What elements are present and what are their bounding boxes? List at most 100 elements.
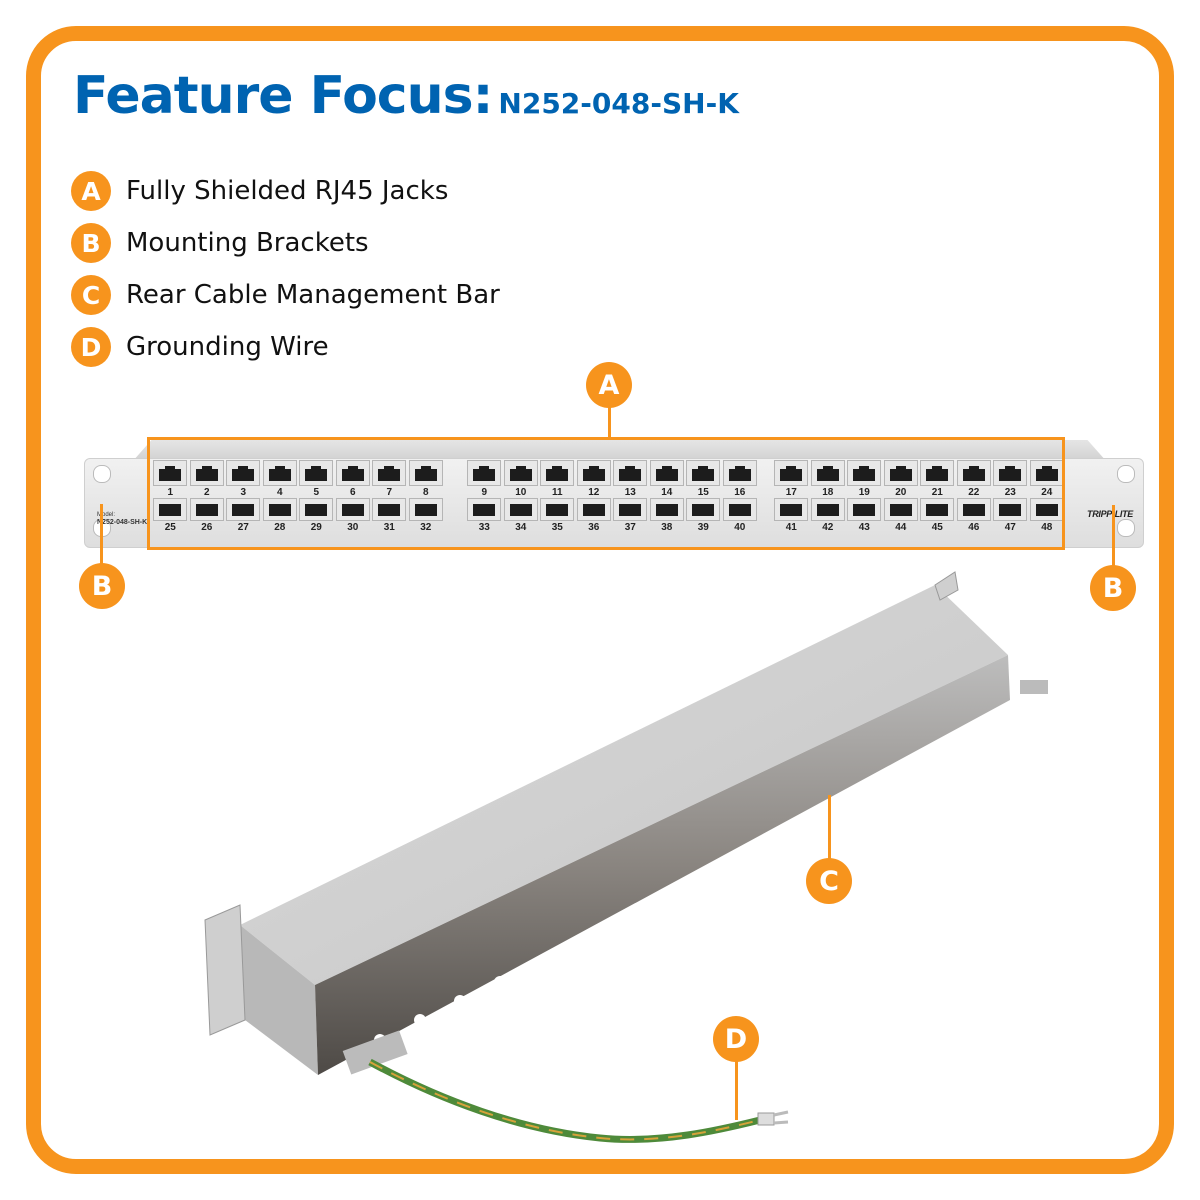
rj45-jack-icon <box>613 460 648 486</box>
port-number: 4 <box>276 487 283 498</box>
port-number: 23 <box>1004 487 1016 498</box>
port-number: 36 <box>588 522 600 533</box>
rj45-port[interactable]: 4 <box>262 460 299 498</box>
port-number: 3 <box>240 487 247 498</box>
rj45-port[interactable]: 47 <box>992 498 1029 533</box>
rj45-jack-icon <box>956 498 991 521</box>
rj45-port[interactable]: 39 <box>685 498 722 533</box>
rj45-port[interactable]: 21 <box>919 460 956 498</box>
rj45-port[interactable]: 11 <box>539 460 576 498</box>
port-number: 37 <box>624 522 636 533</box>
rj45-port[interactable]: 45 <box>919 498 956 533</box>
rj45-port[interactable]: 37 <box>612 498 649 533</box>
rj45-port[interactable]: 31 <box>371 498 408 533</box>
port-group-3: 17 18 19 20 21 22 23 24 41 42 43 44 45 4… <box>773 460 1065 533</box>
rj45-port[interactable]: 5 <box>298 460 335 498</box>
port-number: 20 <box>895 487 907 498</box>
rj45-port[interactable]: 26 <box>189 498 226 533</box>
rj45-port[interactable]: 24 <box>1029 460 1066 498</box>
rj45-port[interactable]: 16 <box>722 460 759 498</box>
rj45-port[interactable]: 35 <box>539 498 576 533</box>
rj45-jack-icon <box>883 498 918 521</box>
rj45-port[interactable]: 28 <box>262 498 299 533</box>
rj45-port[interactable]: 29 <box>298 498 335 533</box>
jacks-highlight-box <box>147 437 1065 550</box>
rj45-port[interactable]: 12 <box>576 460 613 498</box>
rj45-port[interactable]: 44 <box>883 498 920 533</box>
rj45-jack-icon <box>408 460 443 486</box>
port-number: 7 <box>386 487 393 498</box>
port-number: 15 <box>697 487 709 498</box>
rj45-jack-icon <box>153 498 188 521</box>
rj45-jack-icon <box>153 460 188 486</box>
badge-c: C <box>71 275 111 315</box>
rj45-port[interactable]: 7 <box>371 460 408 498</box>
rj45-port[interactable]: 13 <box>612 460 649 498</box>
rj45-jack-icon <box>540 460 575 486</box>
rj45-jack-icon <box>722 498 757 521</box>
title-model-number: N252-048-SH-K <box>498 87 739 120</box>
rj45-port[interactable]: 46 <box>956 498 993 533</box>
port-number: 13 <box>624 487 636 498</box>
rj45-port[interactable]: 32 <box>408 498 445 533</box>
rj45-jack-icon <box>408 498 443 521</box>
rj45-port[interactable]: 23 <box>992 460 1029 498</box>
rj45-port[interactable]: 8 <box>408 460 445 498</box>
rj45-port[interactable]: 18 <box>810 460 847 498</box>
port-number: 24 <box>1041 487 1053 498</box>
rj45-port[interactable]: 41 <box>773 498 810 533</box>
rj45-jack-icon <box>372 498 407 521</box>
port-number: 28 <box>274 522 286 533</box>
callout-c-leader <box>828 795 831 861</box>
port-number: 1 <box>167 487 174 498</box>
rj45-port[interactable]: 40 <box>722 498 759 533</box>
feature-legend: A Fully Shielded RJ45 Jacks B Mounting B… <box>71 165 500 373</box>
rj45-jack-icon <box>262 498 297 521</box>
port-number: 29 <box>310 522 322 533</box>
port-number: 19 <box>858 487 870 498</box>
rj45-port[interactable]: 14 <box>649 460 686 498</box>
legend-label: Grounding Wire <box>126 332 329 362</box>
callout-b-right-badge: B <box>1090 565 1136 611</box>
rj45-port[interactable]: 42 <box>810 498 847 533</box>
port-number: 9 <box>481 487 488 498</box>
rj45-jack-icon <box>1029 460 1064 486</box>
port-number: 18 <box>822 487 834 498</box>
legend-label: Fully Shielded RJ45 Jacks <box>126 176 449 206</box>
port-number: 35 <box>551 522 563 533</box>
rj45-jack-icon <box>299 460 334 486</box>
rj45-port[interactable]: 20 <box>883 460 920 498</box>
rj45-port[interactable]: 43 <box>846 498 883 533</box>
rj45-port[interactable]: 17 <box>773 460 810 498</box>
panel-model-label: Model: N252-048-SH-K <box>97 511 147 527</box>
rj45-port[interactable]: 30 <box>335 498 372 533</box>
rj45-port[interactable]: 25 <box>152 498 189 533</box>
port-number: 46 <box>968 522 980 533</box>
rj45-jack-icon <box>774 460 809 486</box>
legend-item-a: A Fully Shielded RJ45 Jacks <box>71 165 500 217</box>
callout-a-badge: A <box>586 362 632 408</box>
rj45-port[interactable]: 33 <box>466 498 503 533</box>
rj45-port[interactable]: 9 <box>466 460 503 498</box>
port-number: 41 <box>785 522 797 533</box>
rj45-jack-icon <box>467 460 502 486</box>
rj45-port[interactable]: 19 <box>846 460 883 498</box>
rj45-port[interactable]: 10 <box>503 460 540 498</box>
port-number: 45 <box>931 522 943 533</box>
rj45-port[interactable]: 38 <box>649 498 686 533</box>
rj45-port[interactable]: 15 <box>685 460 722 498</box>
port-number: 16 <box>734 487 746 498</box>
rj45-port[interactable]: 3 <box>225 460 262 498</box>
rj45-port[interactable]: 34 <box>503 498 540 533</box>
rj45-port[interactable]: 1 <box>152 460 189 498</box>
rj45-port[interactable]: 36 <box>576 498 613 533</box>
rj45-port[interactable]: 2 <box>189 460 226 498</box>
port-number: 11 <box>551 487 563 498</box>
port-number: 42 <box>822 522 834 533</box>
port-number: 38 <box>661 522 673 533</box>
model-caption: Model: <box>97 512 116 518</box>
port-number: 44 <box>895 522 907 533</box>
rj45-port[interactable]: 27 <box>225 498 262 533</box>
rj45-port[interactable]: 6 <box>335 460 372 498</box>
rj45-port[interactable]: 22 <box>956 460 993 498</box>
